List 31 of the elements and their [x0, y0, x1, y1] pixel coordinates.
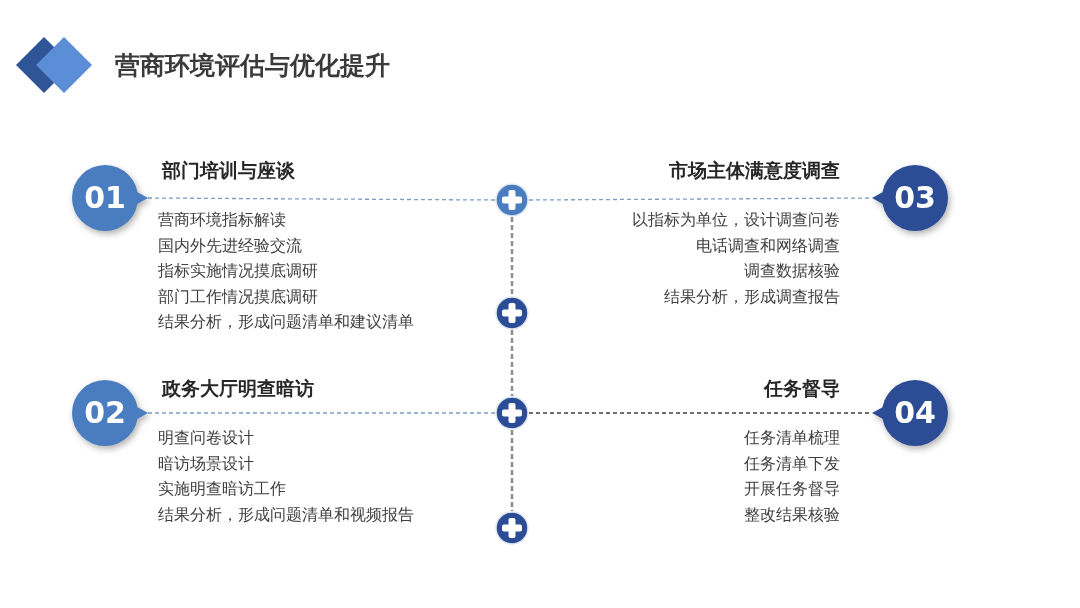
list-item: 电话调查和网络调查 [696, 235, 840, 257]
list-item: 调查数据核验 [744, 261, 840, 282]
dashed-connector [147, 412, 496, 414]
list-item: 营商环境指标解读 [158, 210, 286, 231]
list-item: 指标实施情况摸底调研 [158, 261, 318, 282]
list-item: 结果分析，形成问题清单和视频报告 [158, 504, 414, 526]
plus-icon [495, 396, 529, 430]
dashed-connector [510, 430, 514, 511]
section-heading: 部门培训与座谈 [162, 158, 295, 183]
section-heading: 市场主体满意度调查 [669, 158, 840, 183]
list-item: 部门工作情况摸底调研 [158, 286, 318, 308]
dashed-connector [510, 330, 514, 396]
list-item: 整改结果核验 [744, 504, 840, 526]
plus-icon [495, 183, 529, 217]
list-item: 暗访场景设计 [158, 453, 254, 475]
plus-icon [495, 511, 529, 545]
list-item: 任务清单下发 [744, 453, 840, 475]
dashed-connector [510, 217, 514, 296]
plus-icon [495, 296, 529, 330]
section-heading: 政务大厅明查暗访 [162, 376, 314, 401]
list-item: 国内外先进经验交流 [158, 235, 302, 257]
list-item: 以指标为单位，设计调查问卷 [632, 210, 840, 231]
dashed-connector [147, 197, 496, 201]
list-item: 结果分析，形成调查报告 [664, 286, 840, 308]
title: 营商环境评估与优化提升 [115, 50, 390, 82]
list-item: 结果分析，形成问题清单和建议清单 [158, 312, 414, 333]
list-item: 明查问卷设计 [158, 428, 254, 449]
section-heading: 任务督导 [764, 376, 840, 401]
list-item: 开展任务督导 [744, 479, 840, 500]
list-item: 实施明查暗访工作 [158, 479, 286, 500]
list-item: 任务清单梳理 [744, 428, 840, 449]
